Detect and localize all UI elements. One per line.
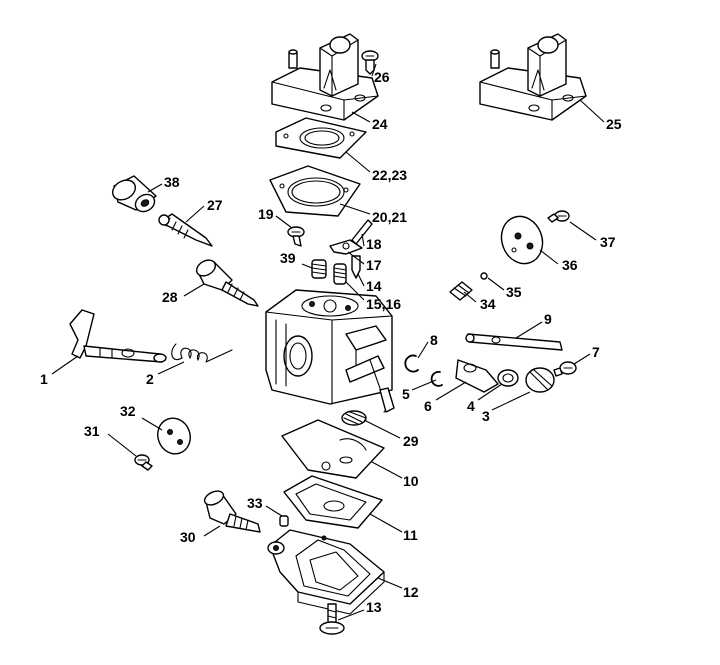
callout-17: 17 (366, 257, 382, 273)
callout-20-21: 20,21 (372, 209, 407, 225)
part-carburetor-body (265, 289, 395, 413)
callout-11: 11 (403, 527, 418, 543)
callout-18: 18 (366, 236, 382, 252)
callout-31: 31 (84, 423, 100, 439)
callout-34: 34 (480, 296, 496, 312)
part-diaphragm-20-21 (269, 165, 361, 217)
callout-12: 12 (403, 584, 419, 600)
callout-36: 36 (562, 257, 578, 273)
callout-19: 19 (258, 206, 274, 222)
callout-25: 25 (606, 116, 622, 132)
callout-2: 2 (146, 371, 154, 387)
callout-5: 5 (402, 386, 410, 402)
callout-30: 30 (180, 529, 196, 545)
callout-10: 10 (403, 473, 419, 489)
part-plate-32 (157, 417, 191, 455)
part-lever-17 (329, 239, 363, 255)
part-idle-screw-28 (195, 259, 259, 307)
part-circlip-5 (430, 370, 443, 387)
callout-13: 13 (366, 599, 382, 615)
callout-28: 28 (162, 289, 178, 305)
callout-14: 14 (366, 278, 382, 294)
part-end-cover-12 (267, 529, 385, 615)
part-gasket-22-23 (275, 117, 367, 159)
part-washer-4 (497, 369, 519, 387)
callout-24: 24 (372, 116, 388, 132)
part-plate-36 (500, 215, 544, 265)
part-knob-3 (525, 367, 555, 393)
part-choke-shaft-9 (465, 333, 563, 351)
part-spring-34 (449, 281, 473, 301)
part-screw-31 (134, 454, 153, 471)
callout-35: 35 (506, 284, 522, 300)
part-screw-19 (287, 226, 305, 247)
part-valve-33 (279, 515, 289, 527)
part-spring-2 (171, 343, 233, 363)
part-throttle-shaft-1 (69, 309, 167, 363)
part-choke-lever-6 (455, 359, 499, 393)
part-pump-cover-24 (271, 33, 379, 121)
part-screw-26 (361, 50, 379, 75)
part-spring-39 (311, 259, 327, 279)
part-pump-cover-25 (479, 33, 587, 121)
callout-39: 39 (280, 250, 296, 266)
callout-4: 4 (467, 398, 475, 414)
callout-22-23: 22,23 (372, 167, 407, 183)
callout-29: 29 (403, 433, 419, 449)
callout-15-16: 15,16 (366, 296, 401, 312)
part-gasket-10 (281, 419, 385, 479)
callout-37: 37 (600, 234, 616, 250)
callout-38: 38 (164, 174, 180, 190)
part-strainer-29 (341, 410, 367, 426)
part-jet-screw-30 (203, 490, 261, 533)
part-adjusting-screw-27 (158, 213, 213, 247)
part-circlip-8 (404, 354, 419, 373)
part-screw-7 (553, 361, 577, 377)
callout-27: 27 (207, 197, 223, 213)
part-spring-15-16 (333, 263, 347, 285)
callout-26: 26 (374, 69, 390, 85)
callout-1: 1 (40, 371, 48, 387)
callout-7: 7 (592, 344, 600, 360)
leader-lines (51, 63, 605, 621)
part-diaphragm-11 (283, 475, 383, 529)
part-screw-37 (547, 210, 570, 223)
part-cap-38 (111, 175, 157, 213)
part-screw-13 (319, 603, 345, 635)
callout-labels: 1 2 3 4 5 6 7 8 9 10 11 12 13 14 15,16 1… (40, 69, 622, 615)
callout-33: 33 (247, 495, 263, 511)
callout-6: 6 (424, 398, 432, 414)
part-ball-35 (480, 272, 488, 280)
callout-8: 8 (430, 332, 438, 348)
callout-9: 9 (544, 311, 552, 327)
callout-3: 3 (482, 408, 490, 424)
callout-32: 32 (120, 403, 136, 419)
